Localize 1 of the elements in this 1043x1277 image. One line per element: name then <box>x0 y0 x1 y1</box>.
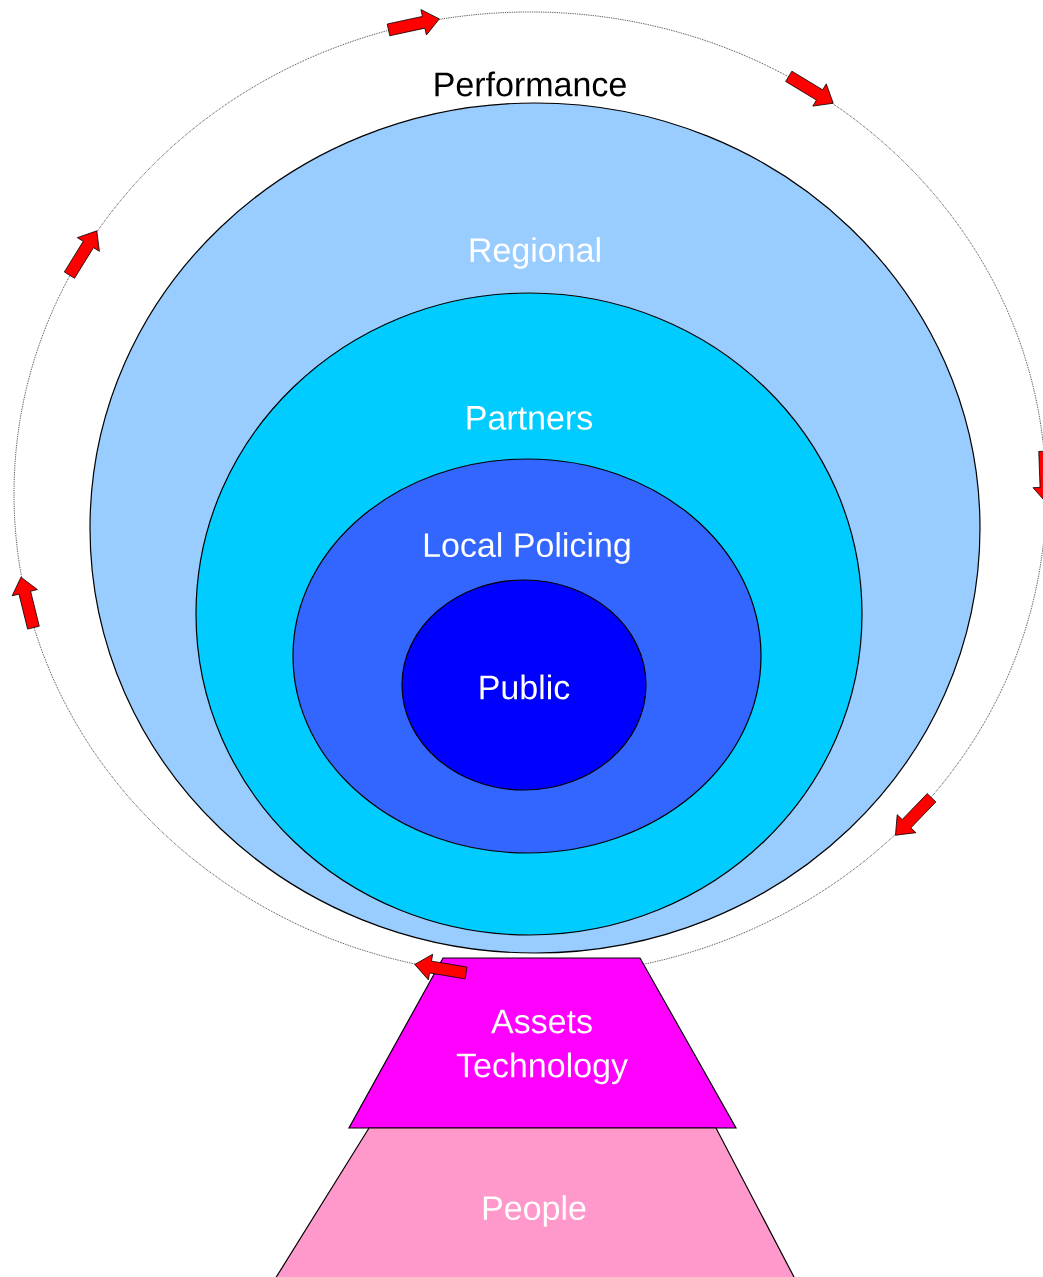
trapezoid: Assets Technology <box>348 957 738 1129</box>
